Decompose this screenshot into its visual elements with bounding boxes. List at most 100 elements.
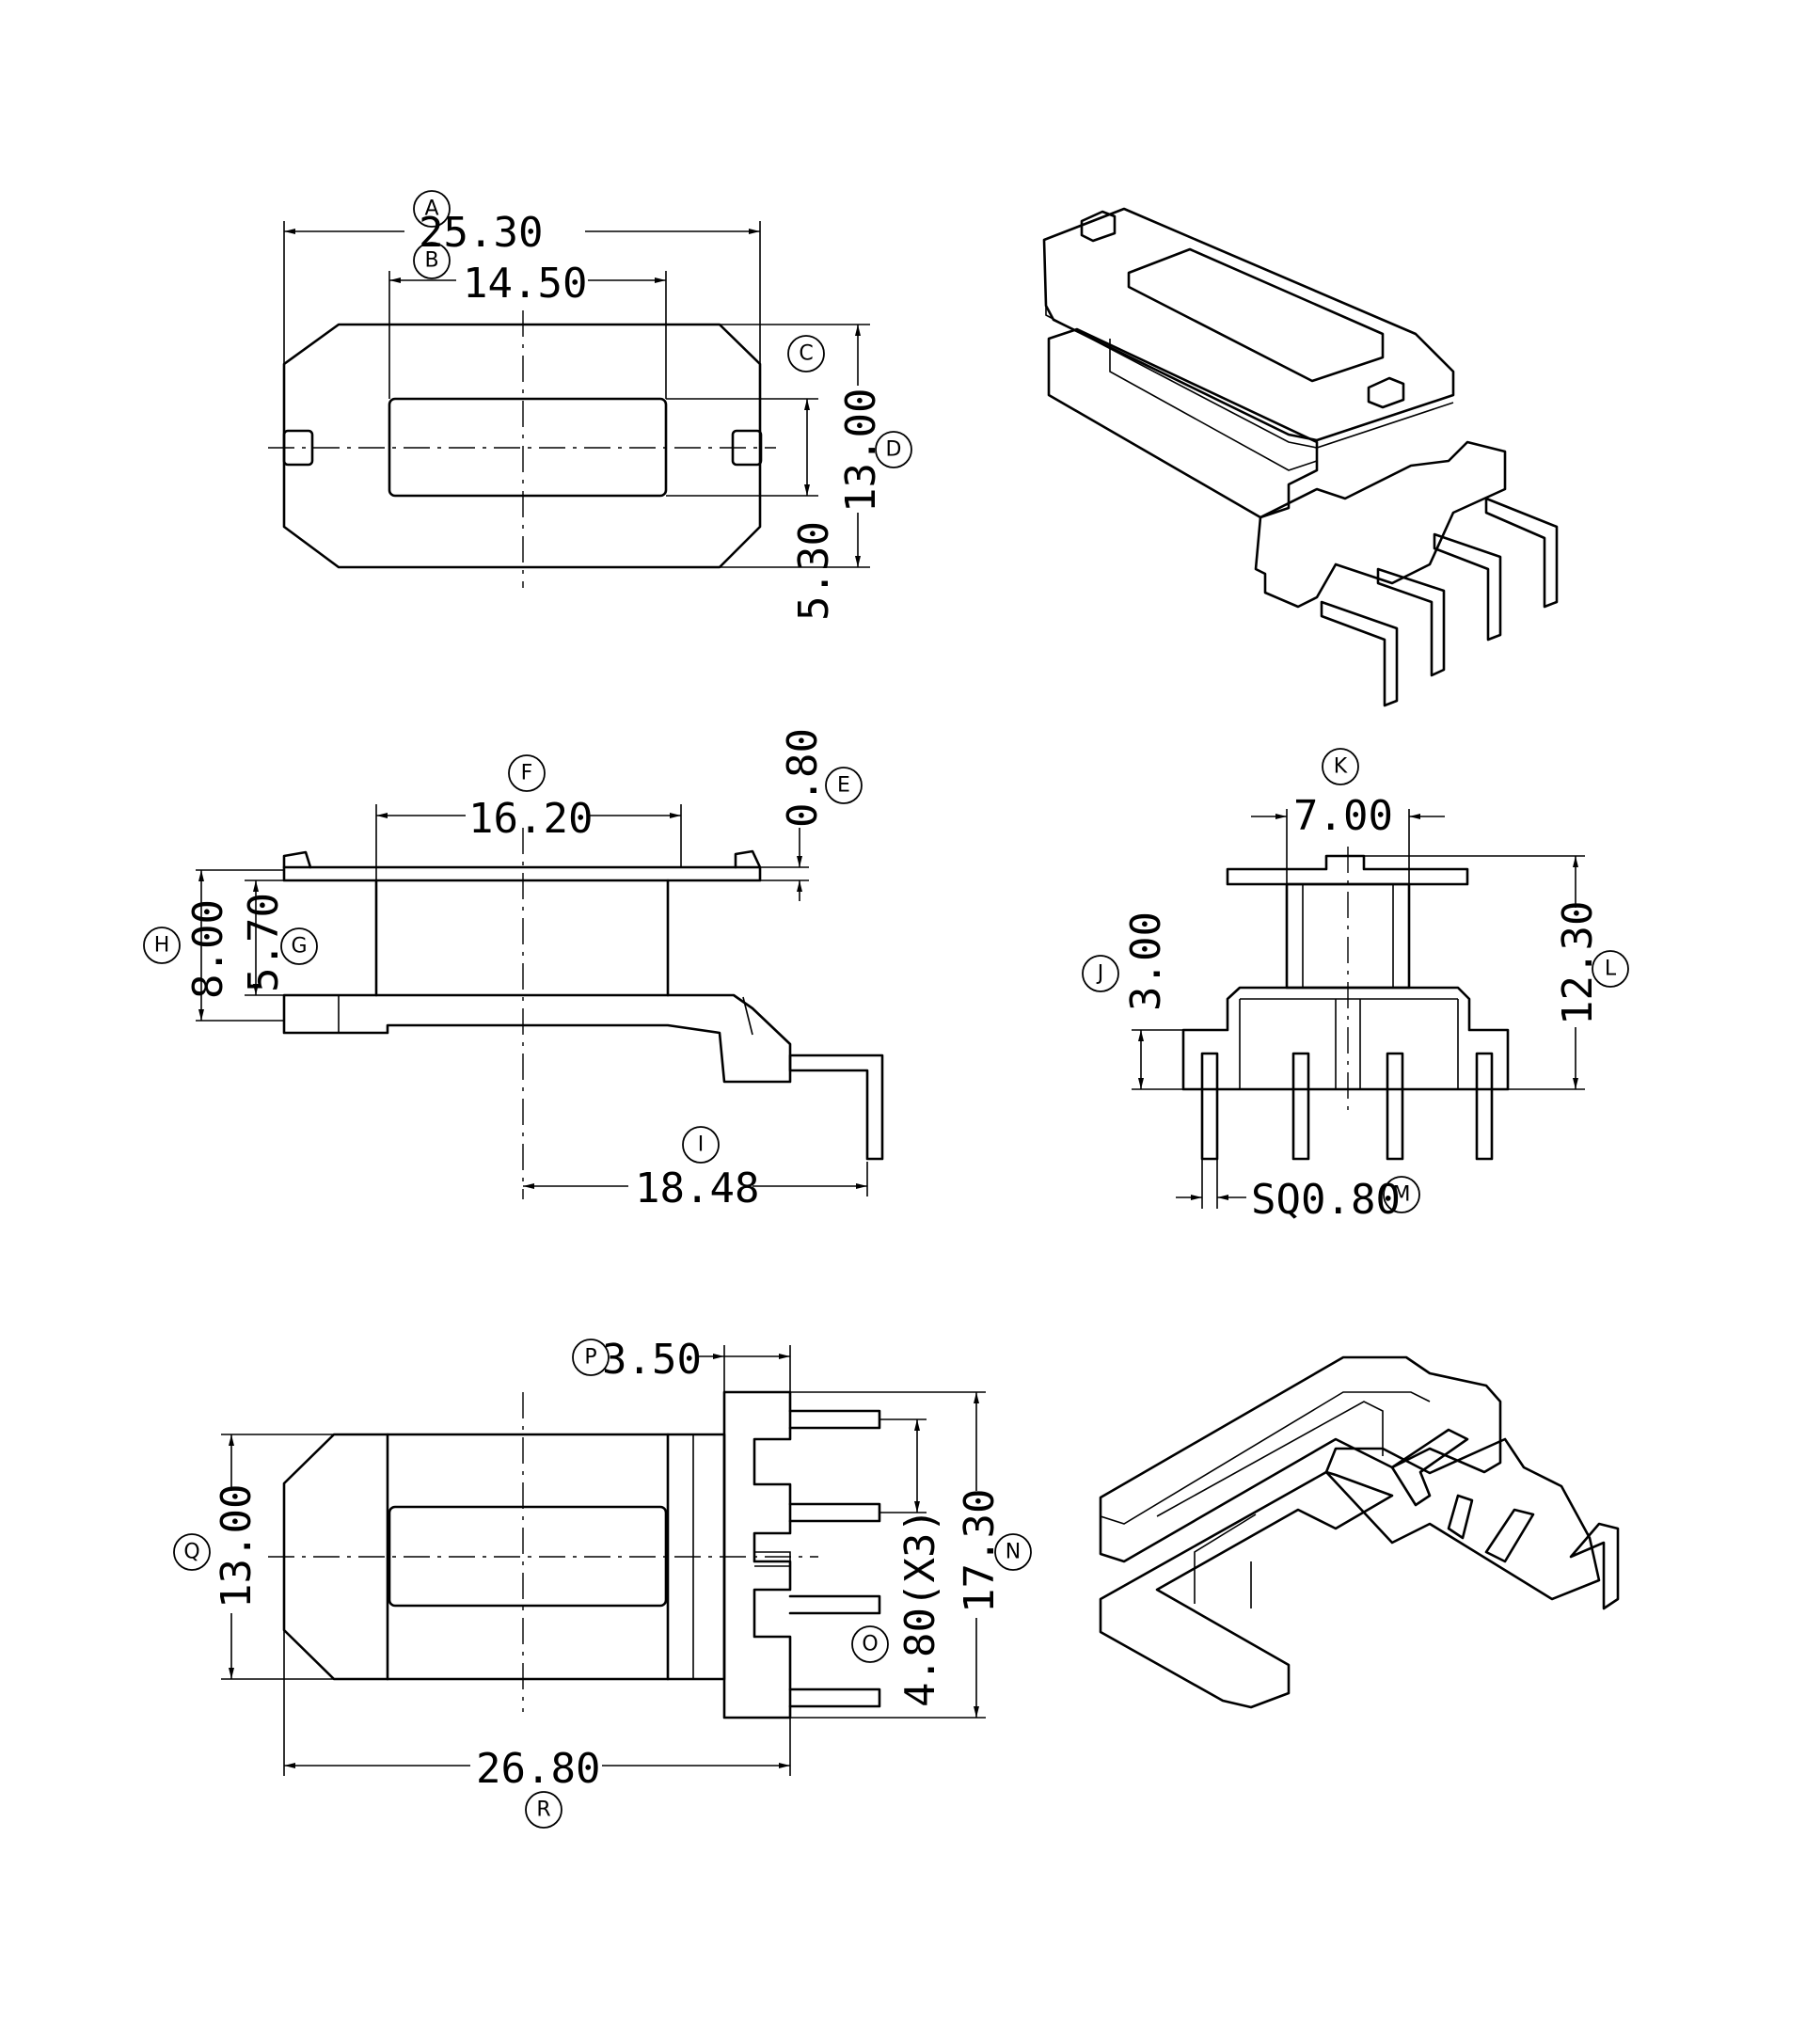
dim-c-tag: C [799,342,813,366]
dim-f-tag-circle [508,754,546,792]
iso-view-top [1042,207,1559,707]
dim-q-tag: Q [183,1541,199,1564]
iso1-pin-4 [1484,497,1559,609]
dim-h-value: 8.00 [184,899,232,999]
side-view-bottom-flange [282,993,792,1084]
iso1-top-flange-edge [1045,306,1454,449]
iso1-core-tube [1109,339,1318,471]
iso2-upper-flange [1099,1355,1502,1563]
iso1-tab-top [1080,210,1117,243]
front-view-pin-3 [1386,1052,1404,1161]
dim-i-tag-circle [682,1126,720,1164]
dim-r-tag-circle [525,1791,562,1829]
bottom-view-pin-center [754,1551,791,1567]
iso1-tab-bottom [1367,376,1405,409]
front-view: 7.00 K 12.30 L 3.00 J SQ0.80 M [1082,748,1629,1224]
front-view-pin-2 [1291,1052,1310,1161]
dim-l-tag: L [1605,958,1617,981]
dim-b-tag-circle [413,242,451,279]
top-view: 25.30 A 14.50 B C 5.30 13.00 D [268,190,912,621]
iso1-pin-2 [1376,567,1446,677]
iso2-lower-flange [1099,1470,1394,1709]
iso2-pin-1 [1390,1428,1469,1507]
side-view-pin [788,1054,884,1161]
dim-e-tag: E [837,774,850,798]
dim-o-tag-circle [851,1625,889,1663]
bottom-view-pin-2 [788,1502,881,1523]
dim-d-value: 13.00 [837,388,885,513]
dim-e-tag-circle [825,767,863,804]
dim-q-tag-circle [173,1533,211,1571]
dim-e-value: 0.80 [779,728,827,828]
bottom-view-pin-1 [788,1409,881,1430]
dim-a-tag-circle [413,190,451,228]
iso1-window [1127,247,1385,383]
dim-o-value: 4.80(X3) [896,1508,944,1707]
dim-j-value: 3.00 [1122,911,1170,1011]
iso2-upper-flange-edge [1100,1391,1431,1525]
bottom-view: 3.50 P 4.80(X3) O 17.30 N 13.00 Q 26.80 [173,1336,1032,1829]
dim-r-value: 26.80 [476,1745,600,1793]
dim-p-tag-circle [572,1339,610,1376]
dim-h-tag-circle [143,927,181,964]
front-view-pin-1 [1200,1052,1219,1161]
dim-c-value: 5.30 [790,521,838,621]
iso1-bottom-flange [1047,327,1319,519]
iso2-pin-header [1324,1437,1601,1601]
dim-g-tag: G [291,935,307,959]
dim-p-value: 3.50 [602,1336,702,1384]
dim-g-value: 5.70 [240,893,288,992]
dim-k-tag-circle [1322,748,1359,785]
side-view-top-tab-left [282,850,312,869]
dim-j-tag: J [1096,962,1104,986]
dim-b-tag: B [424,249,438,273]
side-view: 16.20 F 0.80 E 8.00 H 5.70 G 18.48 I [143,728,884,1212]
iso2-pin-4 [1569,1522,1620,1610]
side-view-top-tab-right [734,849,762,869]
dim-m-tag: M [1393,1183,1411,1207]
dim-b-value: 14.50 [463,260,587,308]
dim-i-value: 18.48 [635,1165,759,1212]
dim-l-value: 12.30 [1554,901,1602,1025]
iso1-top-flange [1042,207,1455,442]
dim-n-value: 17.30 [956,1489,1004,1613]
dim-p-tag: P [584,1346,596,1370]
front-view-pin-4 [1475,1052,1494,1161]
dim-c-tag-circle [787,335,825,372]
dim-m-value: SQ0.80 [1251,1176,1401,1224]
iso2-lower-core [1194,1513,1257,1608]
side-view-top-flange [282,865,762,882]
dim-a-value: 25.30 [419,209,543,257]
bottom-view-pin-3 [788,1594,881,1615]
dim-d-tag-circle [875,431,912,468]
dim-r-tag: R [536,1798,550,1822]
iso1-pin-3 [1433,532,1502,642]
iso2-upper-core [1156,1401,1384,1517]
iso1-pin-1 [1320,600,1399,707]
dim-m-tag-circle [1383,1176,1420,1213]
dim-i-tag: I [698,1133,705,1157]
dim-d-tag: D [886,438,902,462]
dim-g-tag-circle [280,927,318,965]
dim-k-tag: K [1334,755,1348,779]
front-view-base [1181,986,1510,1091]
bottom-view-pin-4 [788,1687,881,1708]
dim-n-tag: N [1006,1541,1021,1564]
iso2-pin-3 [1484,1508,1535,1563]
dim-q-value: 13.00 [213,1484,261,1608]
dim-f-value: 16.20 [468,795,593,843]
dim-j-tag-circle [1082,955,1119,992]
dim-l-tag-circle [1592,950,1629,988]
iso1-pin-header [1254,440,1507,609]
side-view-bottom-flange-line-2 [742,996,753,1036]
bottom-view-pin-header [722,1390,792,1719]
dim-o-tag: O [862,1633,878,1656]
top-view-flange-outline [282,323,762,569]
dim-a-tag: A [424,198,438,221]
dim-n-tag-circle [994,1533,1032,1571]
dim-h-tag: H [154,934,170,958]
dim-f-tag: F [521,762,533,785]
iso2-pin-2 [1447,1494,1474,1540]
iso-view-bottom [1099,1355,1620,1709]
